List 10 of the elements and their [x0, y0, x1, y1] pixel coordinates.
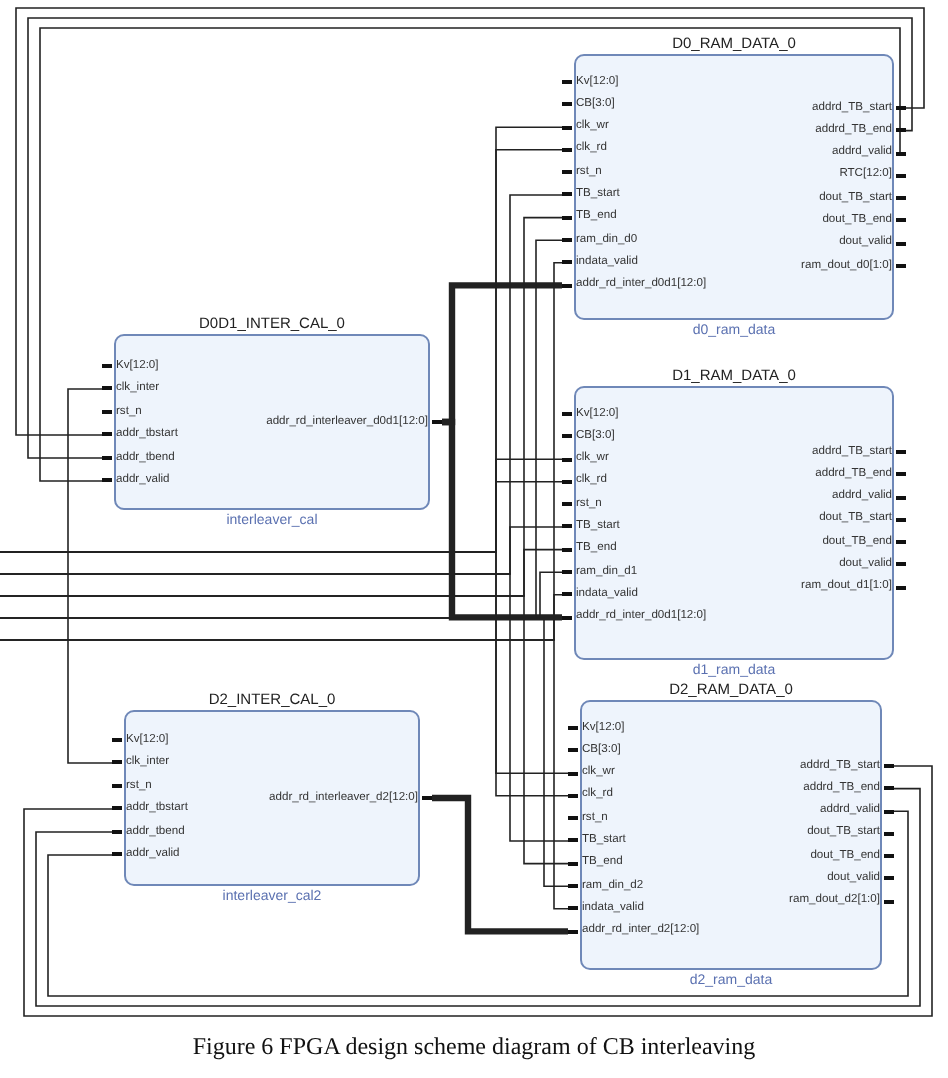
wire — [0, 617, 569, 887]
wire — [23, 765, 933, 1017]
wire — [442, 418, 562, 621]
wire — [47, 810, 909, 997]
wire — [0, 595, 569, 865]
wire — [35, 787, 921, 1007]
wire — [0, 639, 569, 910]
figure-caption: Figure 6 FPGA design scheme diagram of CB interleaving — [190, 1032, 758, 1062]
wire — [0, 573, 569, 842]
wire — [432, 794, 568, 935]
